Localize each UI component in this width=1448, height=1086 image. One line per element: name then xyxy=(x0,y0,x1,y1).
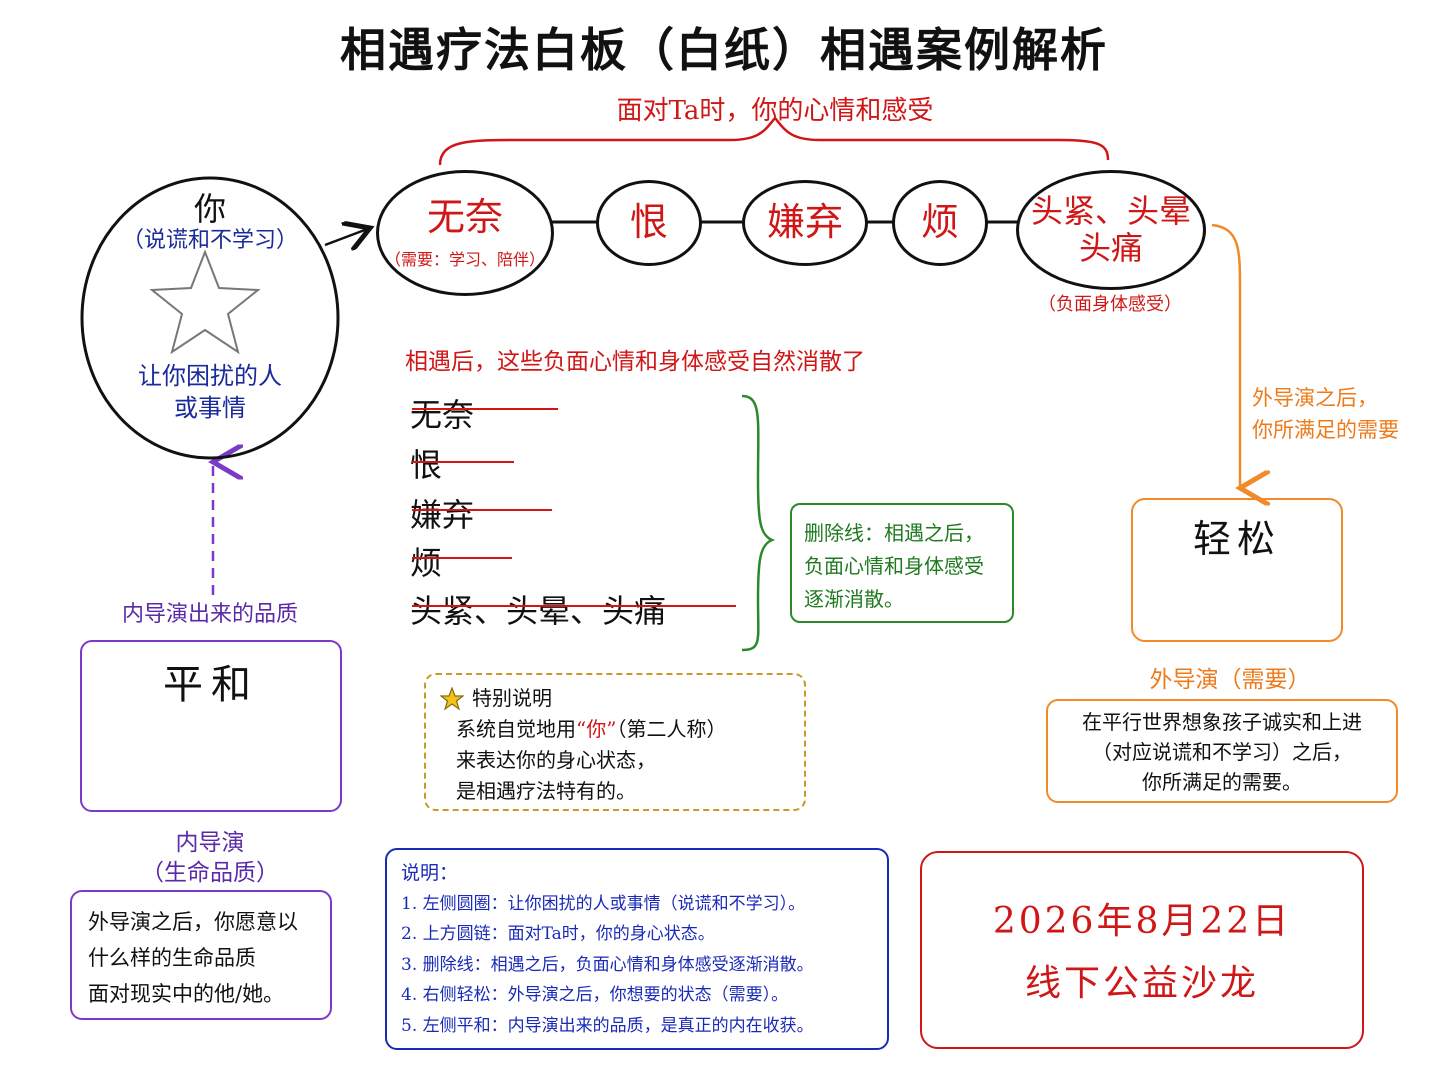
strikethrough-explain-box: 删除线：相遇之后， 负面心情和身体感受 逐渐消散。 xyxy=(790,503,1014,623)
inner-director-label: 内导演 （生命品质） xyxy=(90,828,330,888)
notes-heading: 说明： xyxy=(401,862,459,884)
strike-line xyxy=(412,461,514,463)
chain-brace xyxy=(438,116,1110,166)
page-title: 相遇疗法白板（白纸）相遇案例解析 xyxy=(340,23,1108,77)
you-description-line1: 让你困扰的人 xyxy=(138,362,282,390)
explain-line: 逐渐消散。 xyxy=(804,587,904,611)
struck-item-annoyed: 烦 xyxy=(410,544,443,582)
event-box: 2026年8月22日 线下公益沙龙 xyxy=(920,851,1364,1049)
strike-line xyxy=(412,557,512,559)
notes-item: 2. 上方圆链：面对Ta时，你的身心状态。 xyxy=(401,924,715,944)
inner-desc-line: 面对现实中的他/她。 xyxy=(88,982,285,1006)
peace-text: 平和 xyxy=(163,662,259,708)
special-note-box: 特别说明 系统自觉地用“你”（第二人称） 来表达你的身心状态， 是相遇疗法特有的… xyxy=(424,673,806,811)
event-date: 2026年8月22日 xyxy=(992,901,1292,942)
node-headache-line1: 头紧、头晕 xyxy=(1030,192,1191,231)
inner-label-line2: （生命品质） xyxy=(141,860,279,886)
chain-label: 面对Ta时，你的心情和感受 xyxy=(616,96,934,126)
node-annoyed: 烦 xyxy=(892,180,988,266)
struck-item-headache: 头紧、头晕、头痛 xyxy=(410,592,667,630)
outer-desc-line: 在平行世界想象孩子诚实和上进 xyxy=(1082,710,1362,734)
you-title: 你 xyxy=(193,190,226,228)
outer-desc-line: （对应说谎和不学习）之后， xyxy=(1092,740,1352,764)
notes-box: 说明： 1. 左侧圆圈：让你困扰的人或事情（说谎和不学习）。 2. 上方圆链：面… xyxy=(385,848,889,1050)
outer-desc-line: 你所满足的需要。 xyxy=(1142,770,1302,794)
relax-box xyxy=(1131,498,1343,642)
struck-item-hate: 恨 xyxy=(410,446,443,484)
after-meeting-label: 相遇后，这些负面心情和身体感受自然消散了 xyxy=(405,349,865,375)
special-note-line1-post: （第二人称） xyxy=(616,717,727,741)
inner-label-line1: 内导演 xyxy=(175,830,245,856)
node-headache-line2: 头痛 xyxy=(1078,229,1143,267)
node-hate-text: 恨 xyxy=(629,200,668,245)
you-subtitle: （说谎和不学习） xyxy=(121,228,298,253)
special-note-line2: 来表达你的身心状态， xyxy=(456,748,656,772)
you-description-line2: 或事情 xyxy=(174,394,246,422)
special-note-line3: 是相遇疗法特有的。 xyxy=(456,779,636,803)
notes-item: 1. 左侧圆圈：让你困扰的人或事情（说谎和不学习）。 xyxy=(401,893,806,914)
notes-item: 3. 删除线：相遇之后，负面心情和身体感受逐渐消散。 xyxy=(401,954,814,975)
notes-item: 5. 左侧平和：内导演出来的品质，是真正的内在收获。 xyxy=(401,1015,814,1036)
outer-director-description: 在平行世界想象孩子诚实和上进 （对应说谎和不学习）之后， 你所满足的需要。 xyxy=(1046,699,1398,803)
outer-arrow-label-line2: 你所满足的需要 xyxy=(1252,418,1399,442)
star-icon xyxy=(440,686,464,711)
node-annoyed-text: 烦 xyxy=(920,200,959,245)
inner-quality-label: 内导演出来的品质 xyxy=(121,602,298,627)
node-helpless-text: 无奈 xyxy=(426,195,503,240)
event-name: 线下公益沙龙 xyxy=(1024,963,1259,1004)
green-brace xyxy=(741,394,776,652)
outer-arrow-label-line1: 外导演之后， xyxy=(1252,386,1378,410)
explain-line: 负面心情和身体感受 xyxy=(804,554,984,578)
node-disgust: 嫌弃 xyxy=(742,180,868,266)
outer-arrow-label: 外导演之后， 你所满足的需要 xyxy=(1252,382,1432,446)
star-icon xyxy=(149,249,261,355)
inner-desc-line: 什么样的生命品质 xyxy=(88,946,256,970)
special-note-title: 特别说明 xyxy=(472,686,552,710)
you-circle xyxy=(80,176,340,460)
explain-line: 删除线：相遇之后， xyxy=(804,521,984,545)
strike-line xyxy=(412,408,558,410)
special-note-title-row: 特别说明 xyxy=(440,683,792,714)
special-note-line1: 系统自觉地用“你”（第二人称） xyxy=(440,714,792,745)
notes-item: 4. 右侧轻松：外导演之后，你想要的状态（需要）。 xyxy=(401,985,789,1005)
peace-box xyxy=(80,640,342,812)
negative-body-label: （负面身体感受） xyxy=(1038,294,1182,315)
node-headache: 头紧、头晕 头痛 xyxy=(1016,170,1206,290)
struck-item-disgust: 嫌弃 xyxy=(410,496,475,534)
chain-to-relax-arrow xyxy=(1211,223,1240,488)
you-to-chain-arrow xyxy=(324,228,370,245)
outer-director-label: 外导演（需要） xyxy=(1149,667,1311,693)
node-hate: 恨 xyxy=(596,180,702,266)
node-helpless-need: （需要：学习、陪伴） xyxy=(384,249,545,269)
struck-item-helpless: 无奈 xyxy=(410,396,475,434)
strike-line xyxy=(412,605,736,607)
relax-text: 轻松 xyxy=(1192,517,1281,561)
node-disgust-text: 嫌弃 xyxy=(766,200,843,245)
inner-desc-line: 外导演之后，你愿意以 xyxy=(88,910,298,934)
special-note-quote: “你” xyxy=(576,717,617,741)
inner-director-description: 外导演之后，你愿意以 什么样的生命品质 面对现实中的他/她。 xyxy=(70,890,332,1020)
strike-line xyxy=(412,509,552,511)
you-description: 让你困扰的人 或事情 xyxy=(100,360,320,424)
special-note-line1-pre: 系统自觉地用 xyxy=(456,717,576,741)
node-helpless: 无奈 （需要：学习、陪伴） xyxy=(376,170,554,296)
